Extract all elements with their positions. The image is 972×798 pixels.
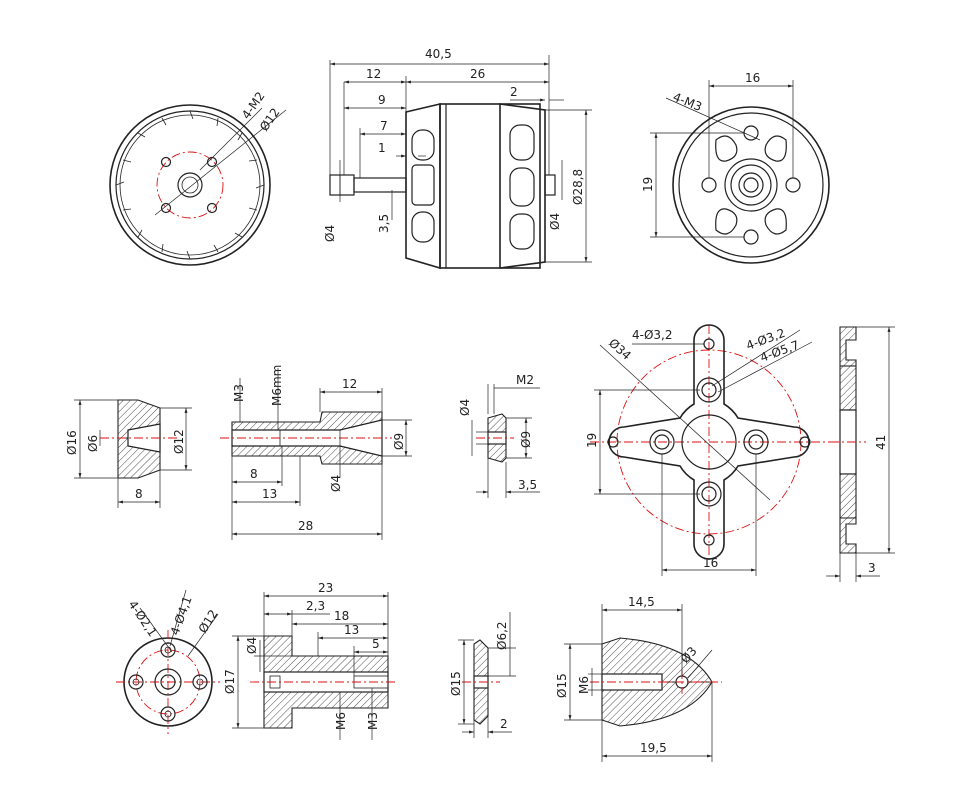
hub-dia-17: Ø17	[223, 669, 237, 694]
hub-thread-m3: M3	[366, 712, 380, 730]
adapter-len-8: 8	[135, 487, 143, 501]
shaft-len-12: 12	[342, 377, 357, 391]
shaft-thread-m6: M6mm	[270, 365, 284, 406]
spinner-view: 14,5 Ø3 Ø15 M6 19,5	[555, 595, 722, 762]
shaft-len-28: 28	[298, 519, 313, 533]
spinner-len-19-5: 19,5	[640, 741, 667, 755]
mount-holes-3-2: 4-Ø3,2	[632, 328, 673, 342]
hub-len-18: 18	[334, 609, 349, 623]
shaft-len-8: 8	[250, 467, 258, 481]
motor-front-view: 4-M2 Ø12	[109, 89, 287, 266]
shaft-adapter-view: M3 M6mm 12 Ø9 8 13 28 Ø4	[220, 365, 412, 540]
shaft-thread-m3: M3	[232, 384, 246, 402]
rear-width-16: 16	[745, 71, 760, 85]
rear-height-19: 19	[641, 177, 655, 192]
washer-dia-15: Ø15	[449, 671, 463, 696]
side-dim-3-5: 3,5	[377, 214, 391, 233]
washer-dia-6-2: Ø6,2	[495, 621, 509, 650]
side-overall-length: 40,5	[425, 47, 452, 61]
spinner-thread-m6: M6	[577, 676, 591, 694]
side-len-2: 2	[510, 85, 518, 99]
adapter-dia-6: Ø6	[86, 435, 100, 452]
hub-holes-2-1: 4-Ø2,1	[126, 598, 160, 639]
prop-hub-view: 4-Ø2,1 4-Ø4,1 Ø12	[116, 589, 221, 734]
mount-spacing-16: 16	[703, 556, 718, 570]
adapter-dia-12: Ø12	[172, 429, 186, 454]
mount-dia-34: Ø34	[606, 336, 634, 363]
hub-dia-4: Ø4	[245, 637, 259, 654]
adapter-view: Ø16 Ø6 Ø12 8	[65, 399, 192, 508]
adapter-dia-16: Ø16	[65, 430, 79, 455]
shaft-dia-4: Ø4	[329, 475, 343, 492]
collet-dia-9: Ø9	[519, 431, 533, 448]
side-len-9: 9	[378, 93, 386, 107]
spinner-dia-15: Ø15	[555, 673, 569, 698]
motor-rear-view: 16 19 4-M3	[641, 71, 830, 264]
hub-holes-4-1: 4-Ø4,1	[168, 594, 195, 637]
side-len-26: 26	[470, 67, 485, 81]
cross-mount-view: Ø34 4-Ø3,2 4-Ø3,2 4-Ø5,7 19 16	[585, 324, 830, 576]
washer-thick-2: 2	[500, 717, 508, 731]
side-len-7: 7	[380, 119, 388, 133]
mount-height-41: 41	[874, 435, 888, 450]
side-shaft-dia-rear: Ø4	[548, 213, 562, 230]
prop-hub-side-view: 23 2,3 18 13 5 Ø17 Ø4 M6 M3	[223, 581, 398, 740]
washer-view: Ø15 Ø6,2 2	[449, 612, 516, 738]
rear-hole-spec: 4-M3	[671, 90, 704, 114]
mount-thick-3: 3	[868, 561, 876, 575]
side-len-12: 12	[366, 67, 381, 81]
motor-side-view: 40,5 12 26 9 7 1 2 Ø4 3,5 Ø4 Ø28,8	[323, 47, 592, 270]
spinner-len-14-5: 14,5	[628, 595, 655, 609]
side-len-1: 1	[378, 141, 386, 155]
side-body-dia: Ø28,8	[571, 169, 585, 205]
collet-thread-m2: M2	[516, 373, 534, 387]
hub-len-2-3: 2,3	[306, 599, 325, 613]
hub-dia-12: Ø12	[196, 607, 221, 635]
hub-thread-m6: M6	[334, 712, 348, 730]
hub-len-5: 5	[372, 637, 380, 651]
hub-len-13: 13	[344, 623, 359, 637]
side-shaft-dia-front: Ø4	[323, 225, 337, 242]
collet-view: M2 Ø4 Ø9 3,5	[458, 373, 540, 498]
mount-side-view: 41 3	[826, 326, 895, 582]
hub-len-23: 23	[318, 581, 333, 595]
collet-len-3-5: 3,5	[518, 478, 537, 492]
shaft-len-13: 13	[262, 487, 277, 501]
shaft-dia-9: Ø9	[392, 433, 406, 450]
collet-dia-4: Ø4	[458, 399, 472, 416]
mount-spacing-19: 19	[585, 433, 599, 448]
front-hole-circle: Ø12	[257, 105, 283, 133]
